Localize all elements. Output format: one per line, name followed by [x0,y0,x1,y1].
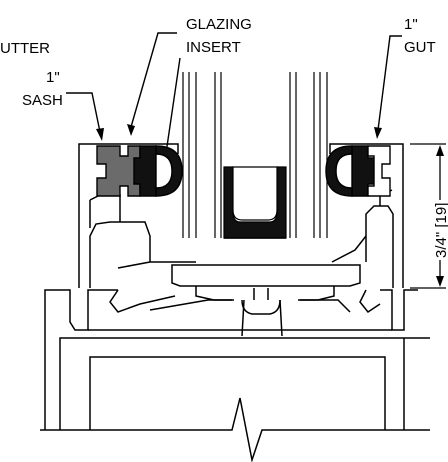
right-gasket [325,145,391,197]
glazing-insert [223,166,287,239]
label-gutter-right-line1: 1" [404,16,418,33]
label-sash-line1: 1" [46,69,60,86]
dimension-arrowheads [436,145,444,287]
left-gasket [96,145,183,197]
dimension-marker [410,143,446,289]
break-line [40,397,430,462]
dimension-label: 3/4" [19] [433,203,448,258]
center-clip [241,288,283,337]
glass-lites [182,72,328,238]
label-glazing-line2: INSERT [186,39,241,56]
setting-block [171,264,361,301]
label-glazing-line1: GLAZING [186,16,252,33]
frame-profile [44,289,430,430]
leader-lines [66,32,402,161]
label-gutter-right-line2: GUT [404,39,436,56]
label-sash-line2: SASH [22,92,63,109]
label-gutter-left: UTTER [0,40,50,57]
